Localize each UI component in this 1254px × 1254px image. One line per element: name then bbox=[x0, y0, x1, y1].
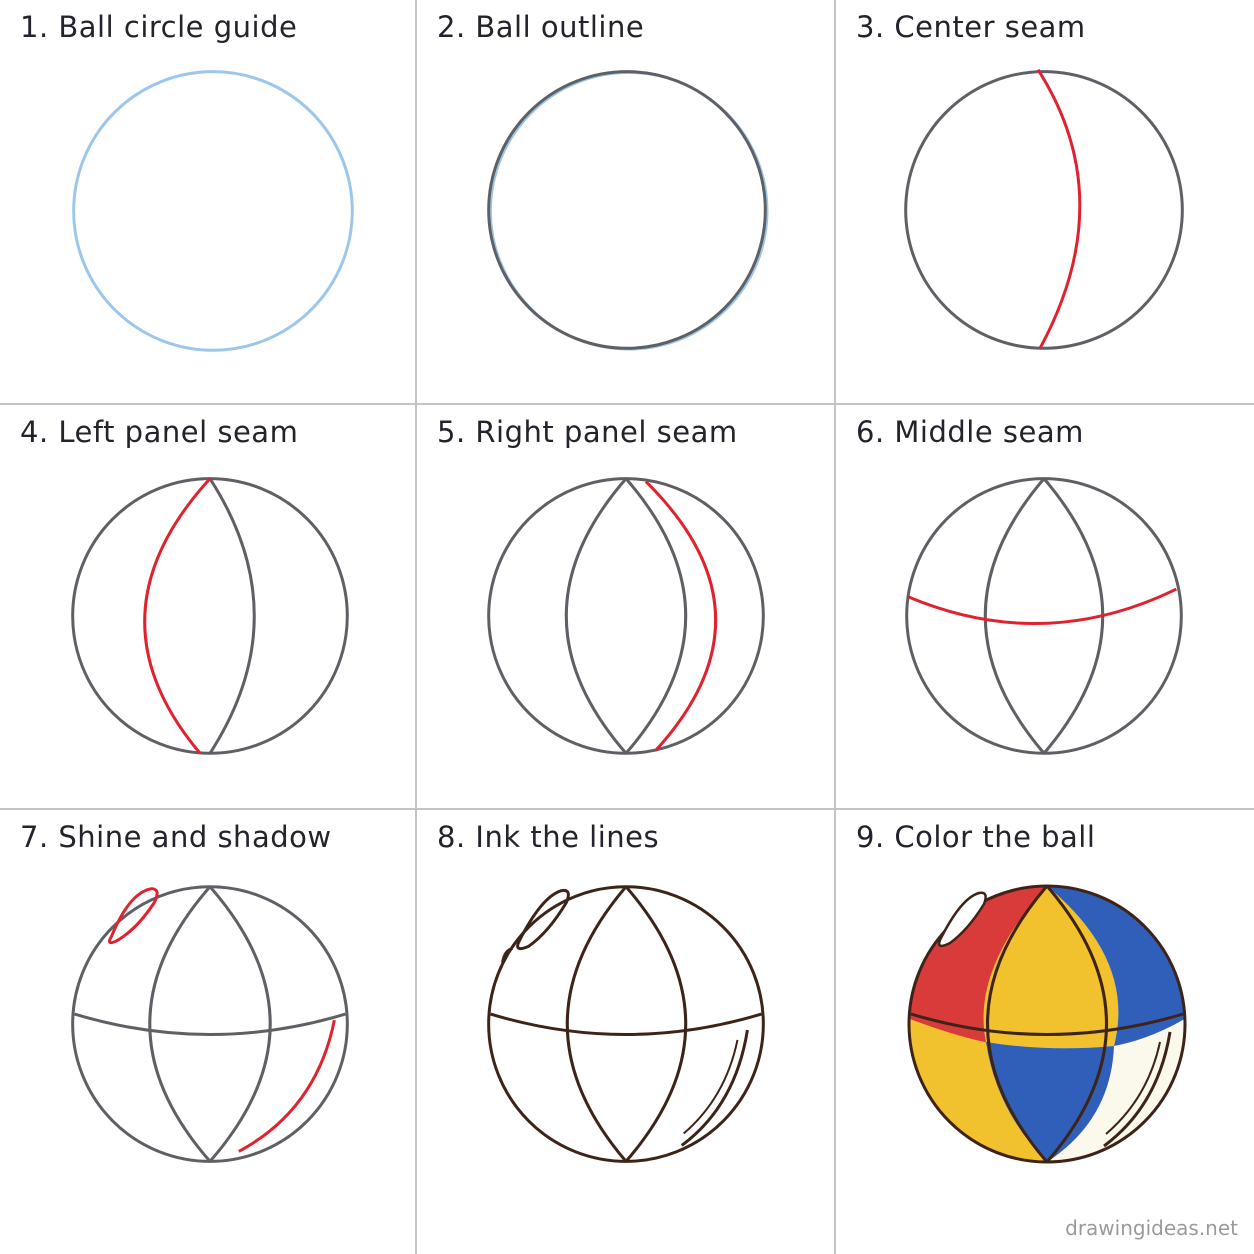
shadow-stroke bbox=[680, 1029, 749, 1147]
center-seam bbox=[624, 477, 688, 755]
shadow-stroke-inner bbox=[683, 1039, 739, 1135]
step-1-drawing bbox=[72, 70, 354, 352]
step-4-panel: 4. Left panel seam bbox=[0, 405, 417, 810]
center-seam bbox=[1042, 477, 1105, 755]
step-2-drawing bbox=[487, 70, 769, 351]
ball-outline bbox=[905, 477, 1183, 755]
step-5-panel: 5. Right panel seam bbox=[417, 405, 836, 810]
shine-highlight bbox=[516, 888, 570, 951]
step-6-drawing bbox=[905, 477, 1183, 755]
center-seam bbox=[208, 885, 272, 1163]
ball-outline bbox=[904, 70, 1184, 350]
ball-outline bbox=[487, 70, 767, 350]
shine-dot bbox=[501, 946, 514, 963]
left-panel-seam bbox=[564, 477, 628, 755]
center-seam bbox=[624, 885, 688, 1163]
center-seam bbox=[208, 477, 256, 755]
step-7-drawing bbox=[71, 885, 349, 1163]
left-panel-seam bbox=[148, 885, 212, 1163]
middle-seam bbox=[910, 1012, 1184, 1036]
step-9-drawing bbox=[907, 884, 1187, 1164]
ball-outline bbox=[487, 477, 765, 755]
step-1-title: 1. Ball circle guide bbox=[20, 10, 298, 44]
shadow-stroke-inner bbox=[1105, 1041, 1161, 1135]
step-8-panel: 8. Ink the lines bbox=[417, 810, 836, 1254]
step-7-title: 7. Shine and shadow bbox=[20, 820, 332, 854]
step-3-title: 3. Center seam bbox=[856, 10, 1086, 44]
center-seam bbox=[1045, 885, 1108, 1163]
step-8-title: 8. Ink the lines bbox=[437, 820, 660, 854]
ball-panels bbox=[909, 886, 1185, 1162]
shine-highlight bbox=[108, 887, 159, 945]
left-panel-seam bbox=[983, 477, 1046, 755]
step-1-panel: 1. Ball circle guide bbox=[0, 0, 417, 405]
step-2-panel: 2. Ball outline bbox=[417, 0, 836, 405]
site-watermark: drawingideas.net bbox=[1065, 1216, 1238, 1240]
guide-circle bbox=[72, 70, 354, 352]
step-6-panel: 6. Middle seam bbox=[836, 405, 1254, 810]
step-3-drawing bbox=[904, 68, 1184, 350]
right-panel-seam bbox=[644, 480, 718, 752]
blue-panel-bottom bbox=[986, 1042, 1114, 1162]
step-9-title: 9. Color the ball bbox=[856, 820, 1096, 854]
step-3-panel: 3. Center seam bbox=[836, 0, 1254, 405]
step-6-title: 6. Middle seam bbox=[856, 415, 1084, 449]
step-9-panel: 9. Color the ball bbox=[836, 810, 1254, 1254]
step-7-panel: 7. Shine and shadow bbox=[0, 810, 417, 1254]
left-panel-seam bbox=[986, 885, 1049, 1163]
step-8-drawing bbox=[487, 885, 765, 1163]
shadow-stroke bbox=[1103, 1031, 1172, 1148]
step-4-title: 4. Left panel seam bbox=[20, 415, 299, 449]
middle-seam bbox=[490, 1012, 762, 1036]
shadow-stroke bbox=[238, 1019, 336, 1153]
shine-highlight bbox=[937, 891, 987, 948]
left-panel-seam bbox=[143, 477, 212, 755]
center-seam bbox=[1036, 68, 1082, 349]
step-2-title: 2. Ball outline bbox=[437, 10, 645, 44]
middle-seam bbox=[908, 587, 1178, 626]
step-5-title: 5. Right panel seam bbox=[437, 415, 738, 449]
step-5-drawing bbox=[487, 477, 765, 755]
step-4-drawing bbox=[71, 477, 349, 755]
middle-seam bbox=[74, 1012, 346, 1036]
ball-outline bbox=[71, 477, 349, 755]
left-panel-seam bbox=[565, 885, 628, 1163]
